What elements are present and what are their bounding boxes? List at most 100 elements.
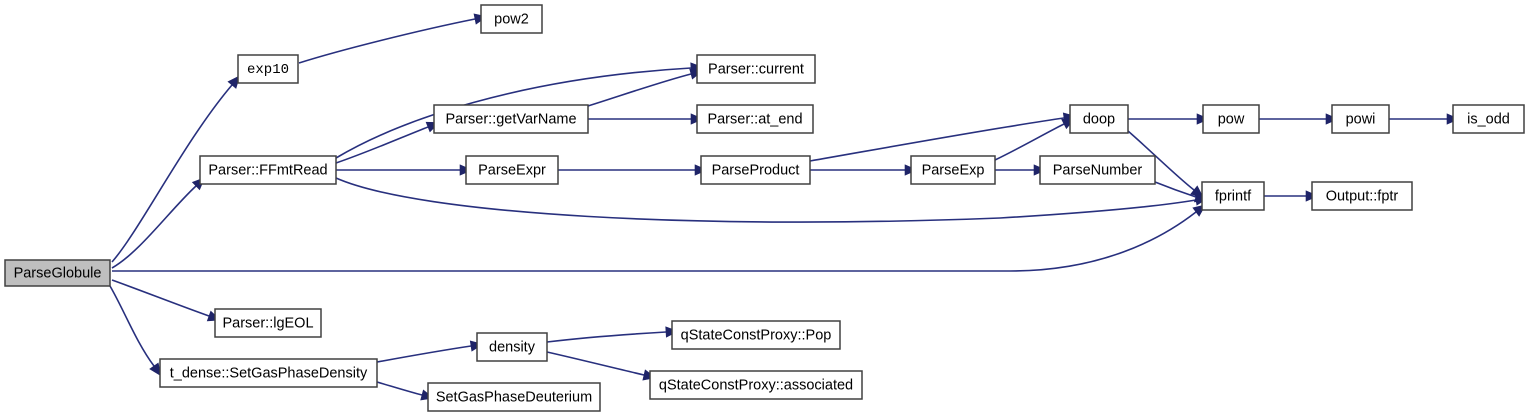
- edge-pow-to-powi: [1259, 113, 1339, 125]
- edge-Parser-getVarName-to-Parser-current: [587, 68, 704, 107]
- graph-node-ParseExp[interactable]: ParseExp: [910, 155, 996, 185]
- node-label: Parser::current: [708, 61, 804, 77]
- graph-node-Parser-lgEOL[interactable]: Parser::lgEOL: [214, 308, 322, 338]
- node-label: is_odd: [1467, 111, 1510, 127]
- edge-fprintf-to-Output-fptr: [1264, 190, 1319, 202]
- edge-line: [1127, 130, 1195, 191]
- graph-node-Parser-at-end[interactable]: Parser::at_end: [696, 104, 814, 134]
- node-box[interactable]: [465, 155, 559, 185]
- edge-powi-to-is-odd: [1389, 113, 1460, 125]
- graph-node-Parser-FFmtRead[interactable]: Parser::FFmtRead: [199, 155, 337, 185]
- node-box[interactable]: [427, 382, 601, 412]
- edge-t-dense-SetGasPhaseDensity-to-density: [376, 340, 484, 363]
- edge-line: [112, 211, 1197, 272]
- graph-node-powi[interactable]: powi: [1331, 104, 1390, 134]
- node-label: SetGasPhaseDeuterium: [436, 389, 592, 405]
- edge-density-to-qStateConstProxy-associated: [546, 351, 657, 381]
- edge-line: [809, 117, 1065, 162]
- nodes-layer: ParseGlobuleexp10pow2Parser::FFmtReadPar…: [4, 4, 1525, 412]
- node-label: Output::fptr: [1326, 188, 1399, 204]
- edge-line: [111, 185, 197, 269]
- graph-node-pow2[interactable]: pow2: [480, 4, 543, 34]
- graph-node-ParseNumber[interactable]: ParseNumber: [1039, 155, 1156, 185]
- edge-line: [335, 126, 429, 164]
- node-box[interactable]: [476, 332, 548, 362]
- node-box[interactable]: [480, 4, 543, 34]
- graph-node-exp10[interactable]: exp10: [237, 54, 299, 84]
- edge-Parser-FFmtRead-to-ParseExpr: [336, 164, 473, 176]
- edge-ParseGlobule-to-Parser-lgEOL: [111, 279, 222, 322]
- node-box[interactable]: [214, 308, 322, 338]
- graph-node-doop[interactable]: doop: [1069, 104, 1129, 134]
- node-label: Parser::getVarName: [445, 111, 576, 127]
- node-box[interactable]: [237, 54, 299, 84]
- edge-line: [587, 73, 692, 107]
- node-box[interactable]: [700, 155, 811, 185]
- node-label: density: [489, 339, 536, 355]
- node-box[interactable]: [696, 54, 816, 84]
- graph-node-SetGasPhaseDeuterium[interactable]: SetGasPhaseDeuterium: [427, 382, 601, 412]
- node-label: ParseExp: [922, 162, 985, 178]
- graph-node-pow[interactable]: pow: [1202, 104, 1260, 134]
- edge-line: [335, 67, 692, 159]
- node-label: Parser::at_end: [707, 111, 802, 127]
- edge-line: [376, 381, 423, 396]
- node-box[interactable]: [649, 370, 863, 400]
- node-box[interactable]: [1069, 104, 1129, 134]
- node-label: fprintf: [1215, 188, 1252, 204]
- node-label: Parser::lgEOL: [222, 315, 313, 331]
- edge-line: [994, 123, 1065, 161]
- node-label: qStateConstProxy::associated: [659, 377, 853, 393]
- node-label: doop: [1083, 111, 1115, 127]
- graph-node-Parser-getVarName[interactable]: Parser::getVarName: [433, 104, 589, 134]
- graph-node-density[interactable]: density: [476, 332, 548, 362]
- edges-layer: [109, 13, 1460, 401]
- edge-line: [1154, 181, 1197, 198]
- edge-Parser-FFmtRead-to-Parser-getVarName: [335, 121, 440, 164]
- node-label: ParseNumber: [1053, 162, 1143, 178]
- edge-line: [335, 177, 1197, 223]
- node-box[interactable]: [1039, 155, 1156, 185]
- edge-density-to-qStateConstProxy-Pop: [546, 326, 679, 343]
- edge-doop-to-pow: [1128, 113, 1210, 125]
- edge-line: [109, 285, 155, 367]
- node-label: powi: [1346, 111, 1376, 127]
- edge-t-dense-SetGasPhaseDensity-to-SetGasPhaseDeuterium: [376, 381, 435, 401]
- edge-Parser-getVarName-to-Parser-at-end: [588, 113, 704, 125]
- edge-line: [111, 84, 233, 263]
- node-box[interactable]: [1202, 104, 1260, 134]
- node-box[interactable]: [1452, 104, 1525, 134]
- graph-node-Parser-current[interactable]: Parser::current: [696, 54, 816, 84]
- edge-exp10-to-pow2: [298, 13, 488, 64]
- node-label: ParseExpr: [478, 162, 546, 178]
- node-box[interactable]: [1311, 181, 1413, 211]
- graph-node-ParseGlobule[interactable]: ParseGlobule: [4, 259, 111, 287]
- node-label: ParseProduct: [712, 162, 800, 178]
- node-box[interactable]: [1331, 104, 1390, 134]
- node-box[interactable]: [1201, 181, 1265, 211]
- graph-node-ParseExpr[interactable]: ParseExpr: [465, 155, 559, 185]
- graph-node-qStateConstProxy-Pop[interactable]: qStateConstProxy::Pop: [671, 320, 841, 350]
- node-box[interactable]: [159, 358, 378, 388]
- node-box[interactable]: [671, 320, 841, 350]
- graph-node-t-dense-SetGasPhaseDensity[interactable]: t_dense::SetGasPhaseDensity: [159, 358, 378, 388]
- graph-node-Output-fptr[interactable]: Output::fptr: [1311, 181, 1413, 211]
- edge-line: [298, 18, 476, 64]
- node-label: exp10: [247, 62, 289, 78]
- graph-node-fprintf[interactable]: fprintf: [1201, 181, 1265, 211]
- node-box[interactable]: [199, 155, 337, 185]
- node-label: t_dense::SetGasPhaseDensity: [170, 365, 368, 381]
- node-box[interactable]: [433, 104, 589, 134]
- edge-ParseGlobule-to-t-dense-SetGasPhaseDensity: [109, 285, 162, 377]
- graph-node-is-odd[interactable]: is_odd: [1452, 104, 1525, 134]
- node-label: pow2: [494, 11, 529, 27]
- graph-node-qStateConstProxy-associated[interactable]: qStateConstProxy::associated: [649, 370, 863, 400]
- graph-node-ParseProduct[interactable]: ParseProduct: [700, 155, 811, 185]
- node-box[interactable]: [910, 155, 996, 185]
- edge-ParseProduct-to-ParseExp: [810, 164, 918, 176]
- edge-ParseExp-to-doop: [994, 118, 1076, 161]
- node-box[interactable]: [696, 104, 814, 134]
- node-box[interactable]: [4, 259, 111, 287]
